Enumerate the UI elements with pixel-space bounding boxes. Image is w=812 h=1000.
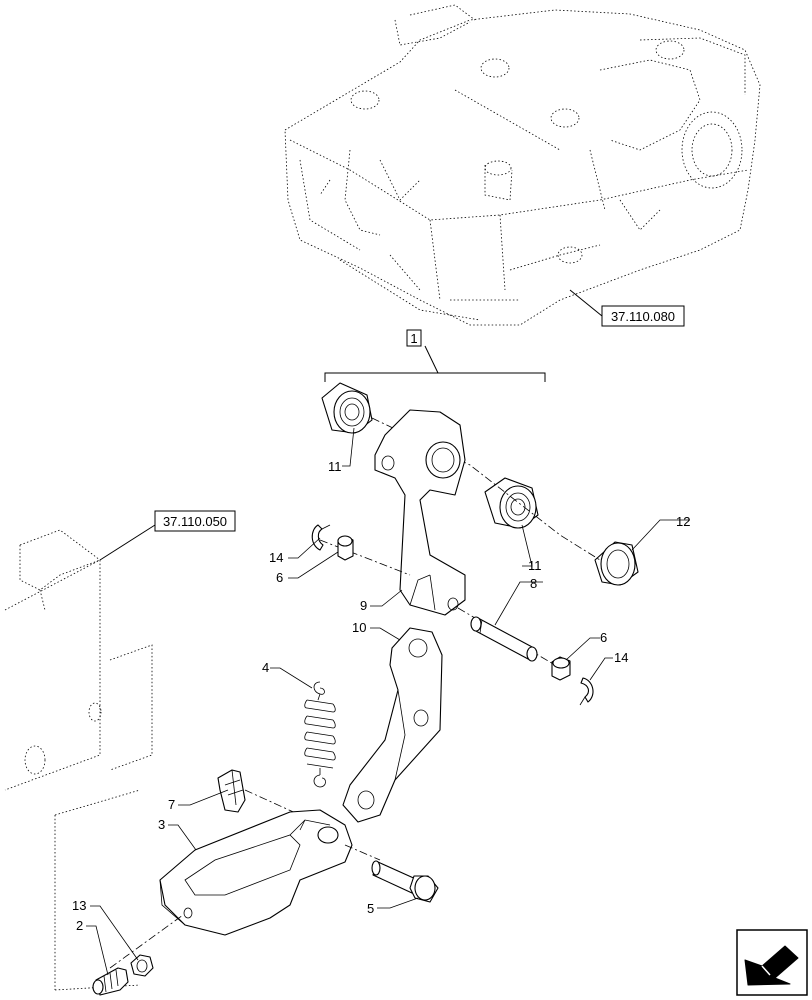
circlip-right: [579, 677, 594, 706]
lever-arm: [374, 409, 466, 616]
ring-spacer: [594, 541, 639, 586]
callout-8[interactable]: 8: [530, 576, 537, 591]
kit-label-box: [406, 329, 422, 347]
tension-spring: [304, 681, 336, 788]
transmission-housing: [284, 4, 761, 326]
callout-3[interactable]: 3: [158, 817, 165, 832]
bearing-upper: [321, 382, 373, 434]
callout-13[interactable]: 13: [72, 898, 86, 913]
callout-11-lower[interactable]: 11: [528, 558, 542, 573]
hex-nut: [130, 954, 154, 977]
callout-7[interactable]: 7: [168, 797, 175, 812]
callout-5[interactable]: 5: [367, 901, 374, 916]
callout-11-upper[interactable]: 11: [328, 459, 342, 474]
adjust-screw: [92, 967, 129, 996]
kit-bracket: [324, 372, 546, 382]
bolt-pin: [371, 860, 439, 903]
reference-box-housing[interactable]: [601, 305, 685, 327]
pin-shaft: [470, 616, 538, 662]
callout-9[interactable]: 9: [360, 598, 367, 613]
callout-6-left[interactable]: 6: [276, 570, 283, 585]
bushing-left: [337, 535, 354, 561]
link-plate: [342, 627, 443, 823]
callout-12[interactable]: 12: [676, 514, 690, 529]
callout-10[interactable]: 10: [352, 620, 366, 635]
callout-14-left[interactable]: 14: [269, 550, 283, 565]
callout-4[interactable]: 4: [262, 660, 269, 675]
callout-14-right[interactable]: 14: [614, 650, 628, 665]
circlip-left: [311, 524, 331, 551]
callout-6-right[interactable]: 6: [600, 630, 607, 645]
side-plate: [4, 529, 153, 991]
callout-2[interactable]: 2: [76, 918, 83, 933]
spring-clip: [217, 769, 246, 813]
reference-plate[interactable]: 37.110.050: [163, 514, 227, 529]
kit-label: 1: [410, 331, 417, 346]
reference-box-plate[interactable]: [154, 510, 236, 532]
next-page-arrow-icon[interactable]: [736, 929, 808, 996]
leader-lines: [86, 427, 690, 976]
bearing-lower: [484, 477, 539, 529]
bushing-right: [551, 656, 571, 681]
fork-bracket: [159, 809, 353, 936]
reference-housing[interactable]: 37.110.080: [611, 309, 675, 324]
